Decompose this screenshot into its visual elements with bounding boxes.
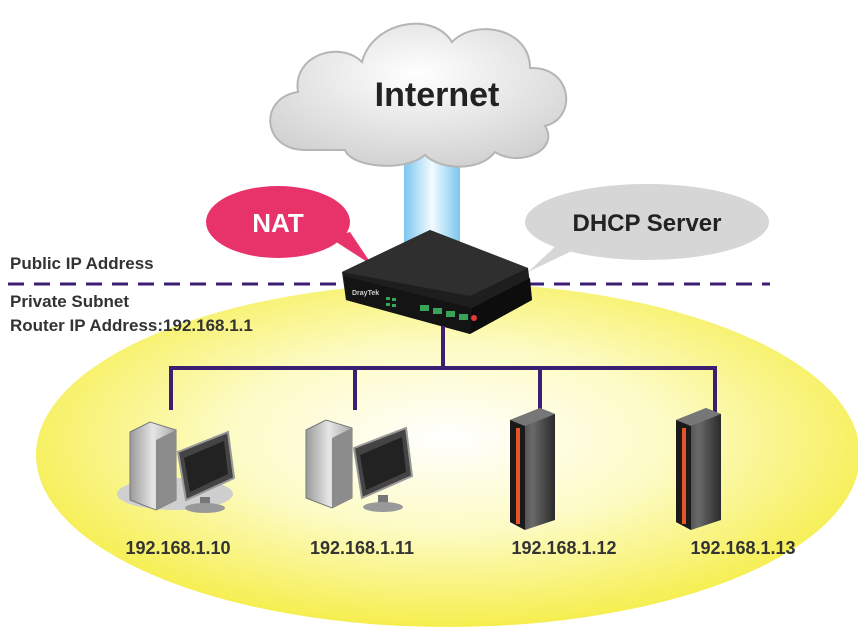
router-led xyxy=(471,315,477,321)
host-ip-label: 192.168.1.11 xyxy=(310,538,414,558)
dhcp-bubble: DHCP Server xyxy=(525,184,769,272)
host-ip-label: 192.168.1.13 xyxy=(690,538,795,558)
public-ip-label: Public IP Address xyxy=(10,254,154,273)
router-ip-label: Router IP Address:192.168.1.1 xyxy=(10,316,253,335)
lan-lines xyxy=(169,326,717,412)
private-subnet-label: Private Subnet xyxy=(10,292,129,311)
host-desktop-2 xyxy=(305,419,414,512)
nat-bubble: NAT xyxy=(206,186,372,265)
dhcp-label: DHCP Server xyxy=(573,210,722,237)
host-desktop-1 xyxy=(117,421,236,513)
host-ip-label: 192.168.1.12 xyxy=(511,538,616,558)
router-brand: DrayTek xyxy=(352,290,379,297)
internet-label: Internet xyxy=(375,76,500,114)
host-server-3 xyxy=(510,408,555,530)
router-ports xyxy=(386,297,468,320)
host-server-4 xyxy=(676,408,721,530)
host-ip-label: 192.168.1.10 xyxy=(125,538,230,558)
router-device: DrayTek xyxy=(342,230,532,334)
internet-cloud: Internet xyxy=(269,22,568,168)
nat-label: NAT xyxy=(252,208,304,238)
